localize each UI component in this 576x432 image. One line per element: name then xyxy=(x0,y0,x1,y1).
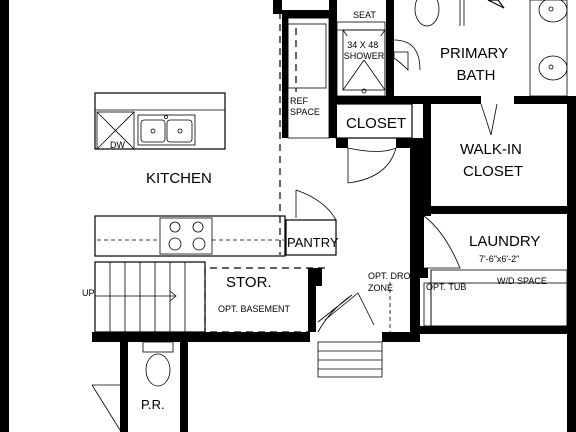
primary-bath-label: PRIMARY BATH xyxy=(440,45,512,84)
dw-label: DW xyxy=(110,140,125,150)
pantry xyxy=(285,189,337,256)
opt-basement-label: OPT. BASEMENT xyxy=(218,304,291,314)
window xyxy=(1,0,7,46)
range-counter xyxy=(94,215,286,257)
seat-label: SEAT xyxy=(353,10,376,20)
stairs xyxy=(94,261,383,378)
kitchen-label: KITCHEN xyxy=(146,170,212,187)
walk-in-closet-label: WALK-IN CLOSET xyxy=(460,141,526,180)
kitchen-island xyxy=(94,92,226,150)
ref-space-label: REF SPACE xyxy=(290,96,320,117)
opt-drop-zone-label: OPT. DROP ZONE xyxy=(368,271,419,293)
interior-lines xyxy=(204,0,568,333)
closet-label: CLOSET xyxy=(346,115,406,132)
labels: SEAT 34 X 48 SHOWER PRIMARY BATH REF SPA… xyxy=(82,10,547,412)
up-label: UP xyxy=(82,288,95,298)
bath-fixtures xyxy=(336,0,568,136)
toilet xyxy=(142,341,174,387)
ref-space xyxy=(287,17,330,139)
pr-label: P.R. xyxy=(141,397,165,412)
doors xyxy=(91,147,461,431)
laundry-label: LAUNDRY xyxy=(469,233,540,250)
shower-label: 34 X 48 SHOWER xyxy=(344,40,385,61)
stor-label: STOR. xyxy=(226,274,272,291)
wd-space-label: W/D SPACE xyxy=(497,276,547,286)
laundry-size-label: 7'-6"x6'-2" xyxy=(479,254,519,264)
opt-tub-label: OPT. TUB xyxy=(426,282,466,292)
pantry-label: PANTRY xyxy=(287,235,339,250)
